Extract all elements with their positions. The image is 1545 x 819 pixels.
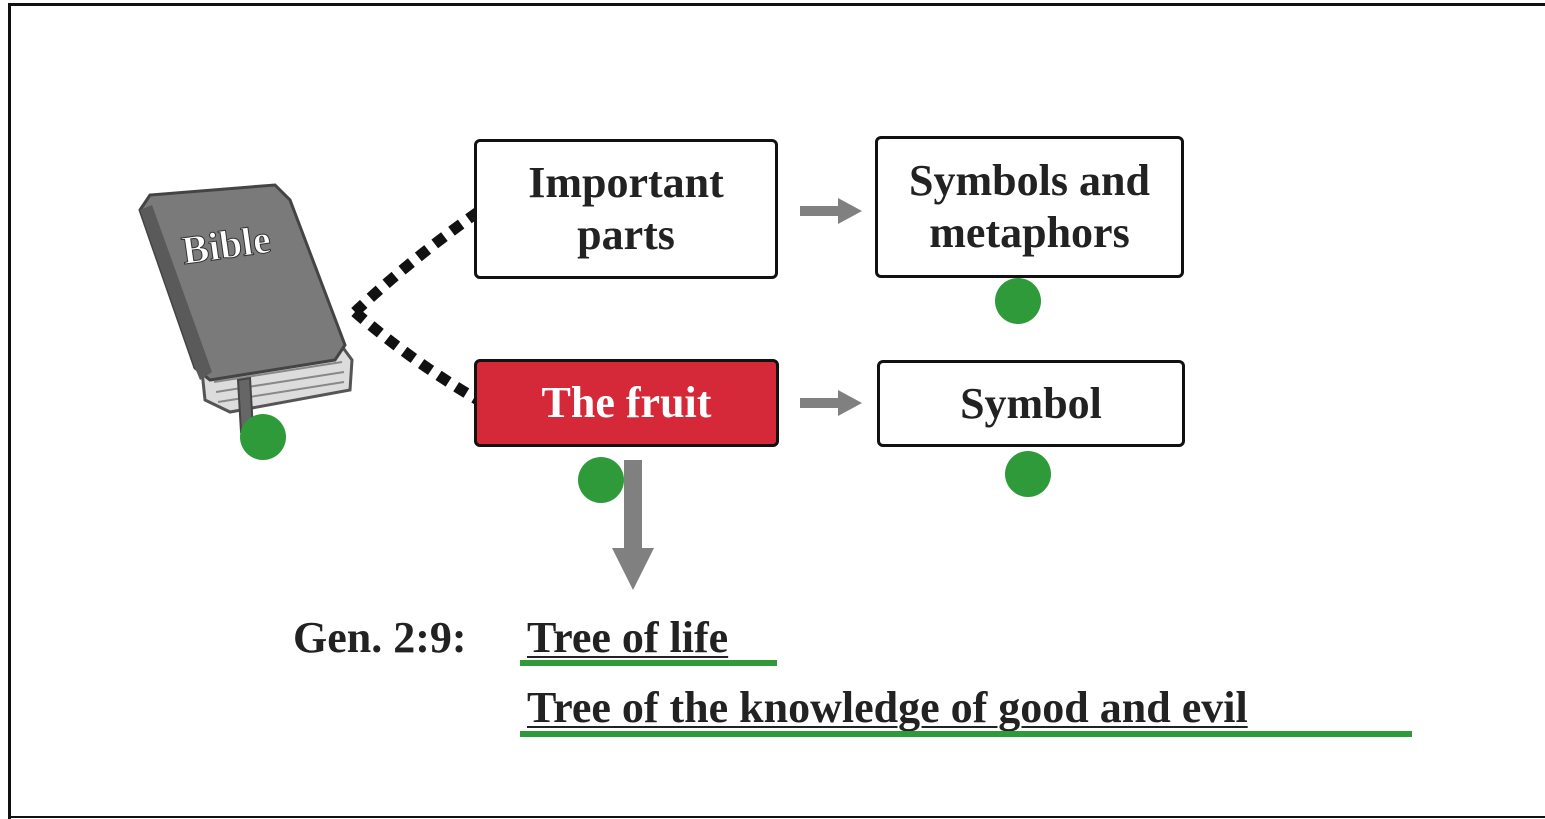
important-parts-line2: parts	[577, 210, 675, 259]
arrow-fruit-to-symbol	[800, 390, 862, 416]
arrow-important-to-symbols	[800, 198, 862, 224]
symbols-metaphors-line2: metaphors	[929, 208, 1130, 257]
connector-to-important-parts	[351, 207, 482, 316]
symbol-box: Symbol	[877, 360, 1185, 447]
the-fruit-box: The fruit	[474, 359, 779, 447]
reference-item-tree-of-knowledge: Tree of the knowledge of good and evil	[527, 683, 1248, 732]
frame-border-top	[8, 3, 1545, 6]
connector-to-the-fruit	[351, 307, 481, 405]
frame-border-left	[8, 3, 11, 819]
symbol-label: Symbol	[960, 378, 1102, 428]
marker-dot-the-fruit	[578, 457, 624, 503]
the-fruit-label: The fruit	[541, 378, 712, 427]
green-underline-tree-of-life	[520, 660, 777, 666]
symbols-metaphors-box: Symbols and metaphors	[875, 136, 1184, 278]
important-parts-box: Important parts	[474, 139, 778, 279]
symbols-metaphors-line1: Symbols and	[909, 156, 1150, 205]
bible-book-icon: Bible	[138, 183, 354, 434]
frame-border-bottom	[8, 816, 1545, 818]
green-underline-tree-of-knowledge	[520, 731, 1412, 737]
marker-dot-symbol	[1005, 451, 1051, 497]
marker-dot-symbols-metaphors	[995, 278, 1041, 324]
reference-item-tree-of-life: Tree of life	[527, 613, 729, 662]
arrow-fruit-to-reference	[612, 460, 654, 590]
bible-cover-text: Bible	[179, 216, 273, 273]
important-parts-line1: Important	[528, 158, 724, 207]
marker-dot-bible	[240, 414, 286, 460]
reference-label: Gen. 2:9:	[293, 613, 467, 662]
